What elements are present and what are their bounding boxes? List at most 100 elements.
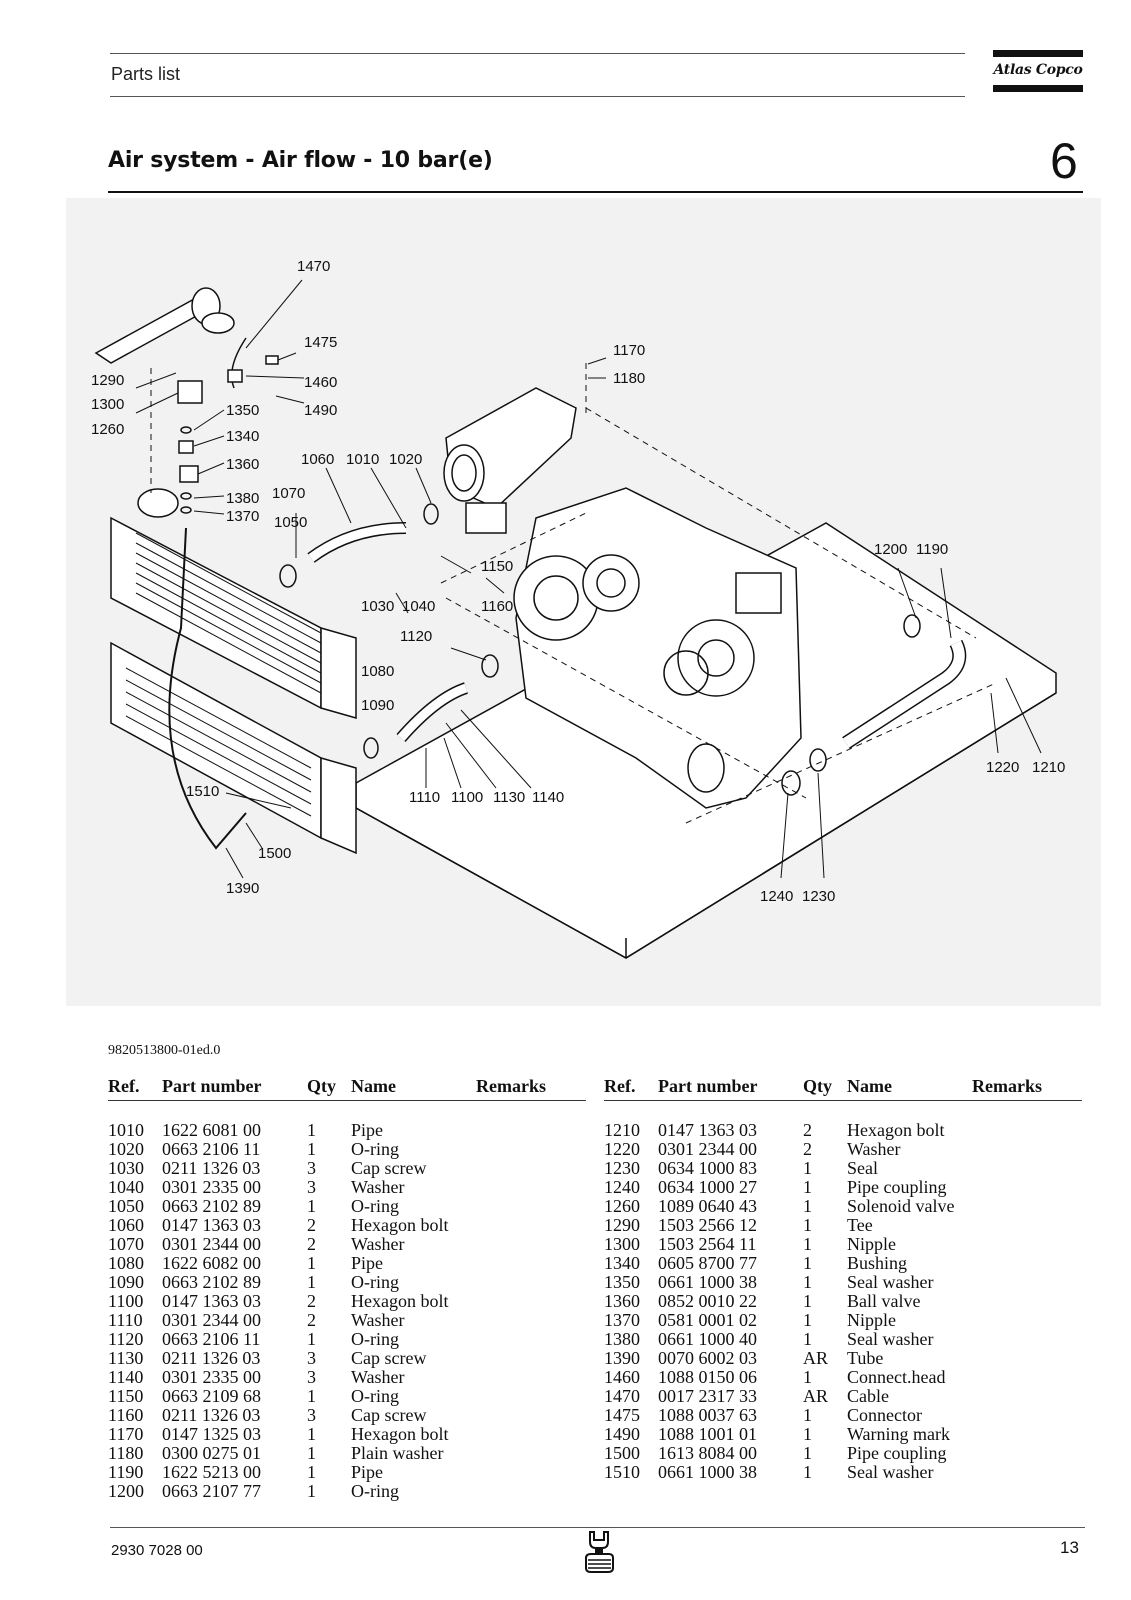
- cell-name: O-ring: [351, 1272, 399, 1292]
- cell-qty: 1: [803, 1253, 812, 1273]
- cell-part-number: 0581 0001 02: [658, 1310, 757, 1330]
- cell-remarks: [476, 1368, 586, 1387]
- cell-qty: 1: [803, 1405, 812, 1425]
- service-wrench-hand-icon: [585, 1531, 614, 1573]
- cell-ref: 1100: [108, 1291, 144, 1311]
- cell-part-number: 0663 2102 89: [162, 1272, 261, 1292]
- cell-remarks: [476, 1197, 586, 1216]
- cell-remarks: [972, 1406, 1082, 1425]
- cell-name: Hexagon bolt: [351, 1291, 449, 1311]
- cell-ref: 1120: [108, 1329, 144, 1349]
- callout-1460: 1460: [304, 374, 337, 391]
- cell-ref: 1200: [108, 1481, 144, 1501]
- cell-qty: 3: [307, 1158, 316, 1178]
- cell-qty: 1: [803, 1310, 812, 1330]
- cell-remarks: [476, 1330, 586, 1349]
- exploded-parts-diagram: 1470 1475 1460 1490 1290 1300 1260 1350 …: [66, 198, 1101, 1006]
- cell-part-number: 0301 2344 00: [162, 1234, 261, 1254]
- cell-name: Cap screw: [351, 1158, 427, 1178]
- cell-name: Washer: [847, 1139, 901, 1159]
- document-id: 9820513800-01ed.0: [108, 1043, 221, 1058]
- cell-part-number: 1622 5213 00: [162, 1462, 261, 1482]
- col-ref-header: Ref.: [108, 1076, 140, 1096]
- callout-1120: 1120: [400, 628, 432, 645]
- cell-remarks: [972, 1444, 1082, 1463]
- callout-1490: 1490: [304, 402, 337, 419]
- cell-name: Seal: [847, 1158, 878, 1178]
- cell-qty: 1: [803, 1367, 812, 1387]
- cell-part-number: 0634 1000 27: [658, 1177, 757, 1197]
- callout-1210: 1210: [1032, 759, 1065, 776]
- cell-ref: 1090: [108, 1272, 144, 1292]
- cell-qty: 3: [307, 1405, 316, 1425]
- col-qty-header: Qty: [803, 1076, 832, 1096]
- cell-name: Hexagon bolt: [351, 1215, 449, 1235]
- callout-1030: 1030: [361, 598, 394, 615]
- cell-part-number: 0663 2106 11: [162, 1139, 261, 1159]
- cell-ref: 1260: [604, 1196, 640, 1216]
- cell-remarks: [972, 1273, 1082, 1292]
- cell-name: Pipe: [351, 1253, 384, 1273]
- callout-1390: 1390: [226, 880, 259, 897]
- cell-remarks: [476, 1140, 586, 1159]
- cell-remarks: [476, 1254, 586, 1273]
- cell-remarks: [476, 1311, 586, 1330]
- cell-remarks: [972, 1387, 1082, 1406]
- cell-part-number: 0300 0275 01: [162, 1443, 261, 1463]
- callout-1070: 1070: [272, 485, 305, 502]
- cell-ref: 1150: [108, 1386, 144, 1406]
- cell-remarks: [972, 1349, 1082, 1368]
- callout-1220: 1220: [986, 759, 1019, 776]
- cell-ref: 1300: [604, 1234, 640, 1254]
- cell-remarks: [972, 1216, 1082, 1235]
- cell-ref: 1080: [108, 1253, 144, 1273]
- cell-qty: 2: [307, 1310, 316, 1330]
- cell-part-number: 0605 8700 77: [658, 1253, 757, 1273]
- cell-name: Connect.head: [847, 1367, 946, 1387]
- cell-qty: AR: [803, 1348, 829, 1368]
- cell-ref: 1490: [604, 1424, 640, 1444]
- cell-qty: 1: [803, 1291, 812, 1311]
- cell-remarks: [476, 1216, 586, 1235]
- callout-1090: 1090: [361, 697, 394, 714]
- cell-part-number: 0147 1325 03: [162, 1424, 261, 1444]
- cell-name: Cap screw: [351, 1405, 427, 1425]
- cell-ref: 1050: [108, 1196, 144, 1216]
- cell-ref: 1060: [108, 1215, 144, 1235]
- col-ref-header: Ref.: [604, 1076, 636, 1096]
- callout-1360: 1360: [226, 456, 259, 473]
- callout-1010: 1010: [346, 451, 379, 468]
- callout-1160: 1160: [481, 598, 513, 615]
- cell-remarks: [972, 1159, 1082, 1178]
- cell-qty: 1: [803, 1443, 812, 1463]
- cell-ref: 1290: [604, 1215, 640, 1235]
- cell-name: O-ring: [351, 1139, 399, 1159]
- cell-ref: 1180: [108, 1443, 144, 1463]
- col-name-header: Name: [351, 1076, 396, 1096]
- cell-qty: 1: [307, 1443, 316, 1463]
- cell-qty: 2: [803, 1139, 812, 1159]
- callout-1290: 1290: [91, 372, 124, 389]
- cell-ref: 1500: [604, 1443, 640, 1463]
- cell-ref: 1220: [604, 1139, 640, 1159]
- callout-1240: 1240: [760, 888, 793, 905]
- cell-name: Pipe: [351, 1462, 384, 1482]
- cell-remarks: [476, 1273, 586, 1292]
- callout-1140: 1140: [532, 789, 564, 806]
- cell-qty: 1: [803, 1272, 812, 1292]
